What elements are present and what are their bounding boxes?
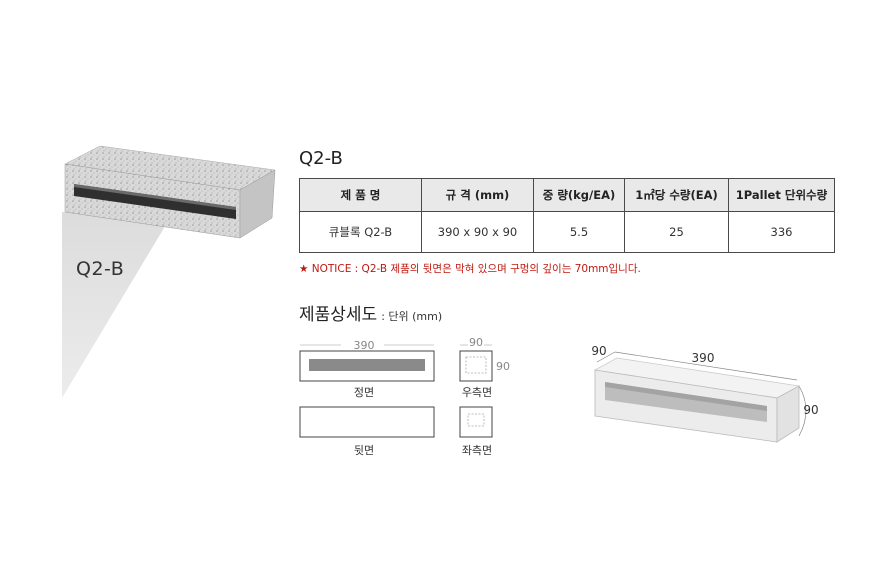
right-view-caption: 우측면 <box>462 386 492 399</box>
detail-unit: : 단위 (mm) <box>381 310 443 323</box>
right-view-width-dim: 90 <box>469 336 483 349</box>
front-view-width-dim: 390 <box>354 339 375 352</box>
header-pallet-qty: 1Pallet 단위수량 <box>728 178 835 212</box>
cell-product-name: 큐블록 Q2-B <box>299 211 422 253</box>
table-row: 큐블록 Q2-B 390 x 90 x 90 5.5 25 336 <box>299 211 835 253</box>
orthographic-drawings: 390 정면 뒷면 90 90 우측면 좌측면 <box>299 336 510 457</box>
right-side-view: 90 90 우측면 <box>459 336 510 399</box>
cell-pallet-qty: 336 <box>728 211 835 253</box>
iso-height-dim: 90 <box>803 403 818 417</box>
cell-qty-per-sqm: 25 <box>624 211 729 253</box>
detail-heading: 제품상세도: 단위 (mm) <box>299 300 442 325</box>
left-side-view: 좌측면 <box>459 406 493 457</box>
notice-text: ★ NOTICE : Q2-B 제품의 뒷면은 막혀 있으며 구멍의 깊이는 7… <box>299 263 641 275</box>
header-product-name: 제 품 명 <box>299 178 422 212</box>
side-product-label: Q2-B <box>76 258 125 280</box>
cell-weight: 5.5 <box>533 211 625 253</box>
iso-depth-dim: 90 <box>591 344 606 358</box>
front-view-caption: 정면 <box>354 386 374 399</box>
back-view: 뒷면 <box>299 406 435 457</box>
cell-size: 390 x 90 x 90 <box>421 211 534 253</box>
detail-title: 제품상세도 <box>299 305 378 325</box>
header-size: 규 격 (mm) <box>421 178 534 212</box>
isometric-view: 90 390 90 <box>591 344 819 443</box>
front-view: 390 정면 <box>299 339 435 399</box>
left-view-caption: 좌측면 <box>462 444 492 457</box>
iso-length-dim: 390 <box>692 351 715 365</box>
header-weight: 중 량(kg/EA) <box>533 178 625 212</box>
table-header-row: 제 품 명 규 격 (mm) 중 량(kg/EA) 1㎡당 수량(EA) 1Pa… <box>299 178 835 212</box>
wedge-shadow <box>62 212 170 398</box>
spec-table: 제 품 명 규 격 (mm) 중 량(kg/EA) 1㎡당 수량(EA) 1Pa… <box>299 178 835 253</box>
product-photo <box>62 145 276 398</box>
right-view-height-dim: 90 <box>496 360 510 373</box>
block-end <box>239 169 276 239</box>
back-view-caption: 뒷면 <box>354 444 374 457</box>
header-qty-per-sqm: 1㎡당 수량(EA) <box>624 178 729 212</box>
page-title: Q2-B <box>299 148 343 169</box>
